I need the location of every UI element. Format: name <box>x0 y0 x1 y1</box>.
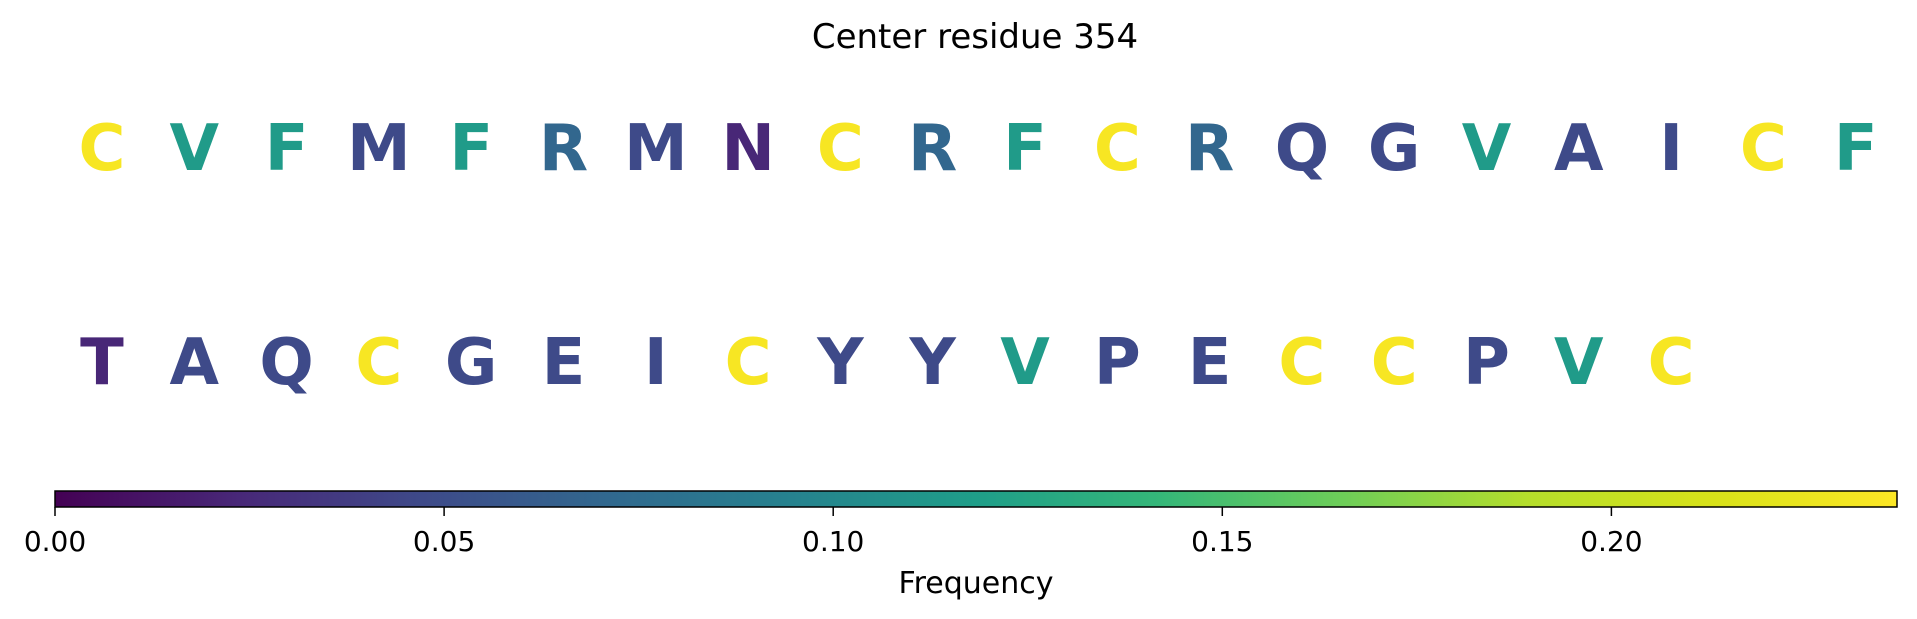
residue-letter: C <box>1094 112 1141 186</box>
residue-letter: P <box>1094 326 1141 400</box>
residue-letter: F <box>265 112 309 186</box>
residue-letter: M <box>347 112 411 186</box>
colorbar-tick-label: 0.00 <box>24 525 86 558</box>
colorbar: 0.00 0.05 0.10 0.15 0.20 Frequency <box>24 490 1898 601</box>
residue-letter: R <box>908 112 957 186</box>
residue-letter: C <box>725 326 772 400</box>
residue-letter: F <box>1003 112 1047 186</box>
residue-letter: A <box>1554 112 1604 186</box>
residue-letter: R <box>539 112 588 186</box>
residue-letter: C <box>1278 326 1325 400</box>
residue-letter: F <box>449 112 493 186</box>
residue-letter: Q <box>259 326 313 400</box>
residue-letter: Y <box>816 326 864 400</box>
residue-letter: T <box>80 326 124 400</box>
residue-letter: G <box>1368 112 1421 186</box>
residue-letter: I <box>1659 112 1683 186</box>
residue-letter: F <box>1834 112 1878 186</box>
colorbar-tick-label: 0.15 <box>1191 525 1253 558</box>
residue-letter: P <box>1463 326 1510 400</box>
residue-letter: Q <box>1275 112 1329 186</box>
residue-letter: G <box>445 326 498 400</box>
residue-letter: C <box>355 326 402 400</box>
colorbar-tick-label: 0.20 <box>1580 525 1642 558</box>
residue-letter: V <box>1462 112 1512 186</box>
residue-letter: A <box>170 326 220 400</box>
residue-letter: M <box>624 112 688 186</box>
residue-letter: C <box>79 112 126 186</box>
colorbar-tick-label: 0.05 <box>413 525 475 558</box>
colorbar-tick-label: 0.10 <box>802 525 864 558</box>
colorbar-label: Frequency <box>899 566 1054 601</box>
residue-letter: I <box>644 326 668 400</box>
residue-letter: V <box>170 112 220 186</box>
residue-letter: Y <box>909 326 957 400</box>
residue-letter: C <box>817 112 864 186</box>
residue-letter: C <box>1648 326 1695 400</box>
colorbar-gradient <box>54 490 1898 508</box>
residue-letter: N <box>721 112 775 186</box>
colorbar-ticks: 0.00 0.05 0.10 0.15 0.20 <box>24 507 1643 558</box>
residue-letter: V <box>1554 326 1604 400</box>
chart-title: Center residue 354 <box>812 17 1138 57</box>
residue-letter: E <box>542 326 586 400</box>
residue-letter: R <box>1185 112 1234 186</box>
residue-letter: E <box>1188 326 1232 400</box>
residue-letter: V <box>1000 326 1050 400</box>
residue-letter: C <box>1740 112 1787 186</box>
residue-letter: C <box>1371 326 1418 400</box>
